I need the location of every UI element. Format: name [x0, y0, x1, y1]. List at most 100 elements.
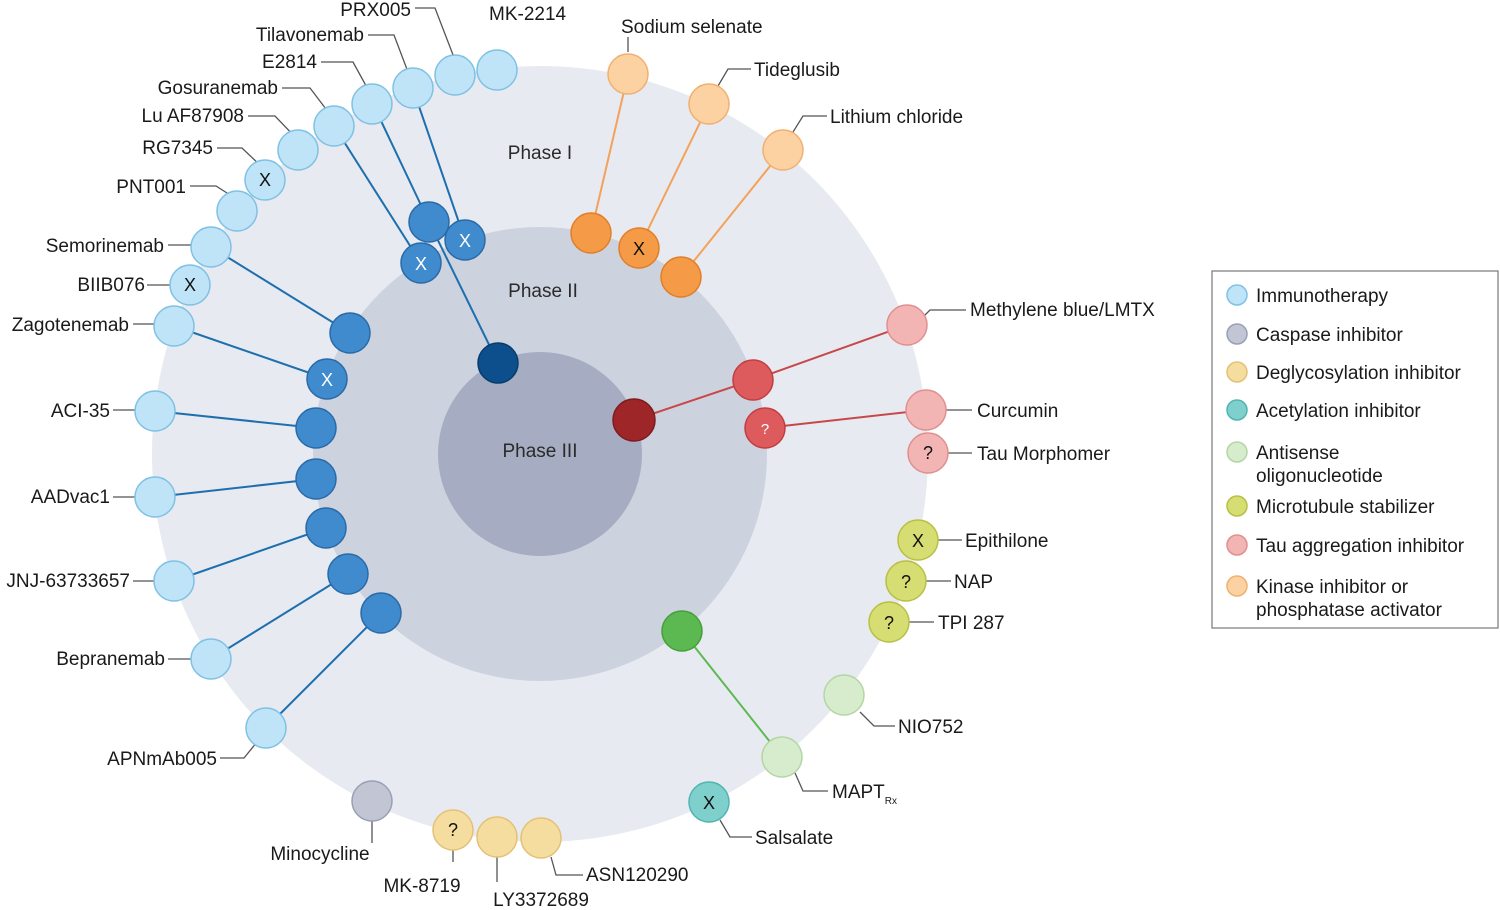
curcumin-phase2-mark: ? — [761, 421, 769, 438]
node-prx005 — [434, 54, 476, 96]
zagotenemab-mark: X — [321, 370, 333, 390]
legend-label-antisense: Antisense — [1256, 443, 1339, 464]
immunotherapy-phase3-node — [477, 342, 519, 384]
node-ly3372689 — [476, 816, 518, 858]
label-tpi-287: TPI 287 — [938, 613, 1005, 634]
label-sodium-selenate: Sodium selenate — [621, 17, 763, 38]
kinase-connectors — [590, 73, 784, 278]
legend-label-acetylation: Acetylation inhibitor — [1256, 401, 1421, 422]
legend-swatch-deglycosylation — [1226, 361, 1248, 383]
node-minocycline — [351, 780, 393, 822]
antisense-nodes — [761, 674, 865, 778]
label-e2814: E2814 — [262, 52, 317, 73]
legend-label-microtubule: Microtubule stabilizer — [1256, 497, 1435, 518]
label-aci-35: ACI-35 — [51, 401, 110, 422]
node-e2814 — [351, 83, 393, 125]
phase-2-label: Phase II — [508, 281, 578, 302]
node-methylene-blue — [886, 304, 928, 346]
tilavonemab-mark: X — [459, 231, 471, 251]
node-tideglusib — [688, 83, 730, 125]
node-curcumin — [905, 389, 947, 431]
tau-phase2-nodes — [732, 359, 786, 449]
node-mk-2214 — [476, 49, 518, 91]
label-aadvac1: AADvac1 — [31, 487, 110, 508]
legend-swatch-kinase — [1226, 575, 1248, 597]
node-bepranemab — [190, 638, 232, 680]
epithilone-mark: X — [912, 531, 924, 551]
node-nap — [885, 560, 927, 602]
tau-phase3-node — [612, 398, 656, 442]
legend-swatch-microtubule — [1226, 495, 1248, 517]
node-zagotenemab — [153, 305, 195, 347]
label-nap: NAP — [954, 572, 993, 593]
gosuranemab-mark: X — [415, 254, 427, 274]
legend-label-immunotherapy: Immunotherapy — [1256, 286, 1389, 307]
node-jnj-63733657 — [153, 560, 195, 602]
drug-labels: MK-2214 PRX005 Tilavonemab E2814 Gosuran… — [6, 0, 1155, 910]
node-sodium-selenate — [607, 53, 649, 95]
nap-mark: ? — [901, 572, 911, 592]
label-lithium-chloride: Lithium chloride — [830, 107, 963, 128]
legend-swatch-antisense — [1226, 441, 1248, 463]
tideglusib-mark: X — [633, 239, 645, 259]
label-semorinemab: Semorinemab — [46, 236, 164, 257]
node-rg7345 — [244, 159, 286, 201]
biib076-mark: X — [184, 275, 196, 295]
label-lu-af87908: Lu AF87908 — [142, 106, 244, 127]
node-maptrx — [761, 736, 803, 778]
label-bepranemab: Bepranemab — [56, 649, 165, 670]
kinase-phase2-nodes — [570, 212, 702, 298]
legend-label-caspase: Caspase inhibitor — [1256, 325, 1403, 346]
rg7345-mark: X — [259, 170, 271, 190]
phase-3-ring — [438, 352, 642, 556]
antisense-connector — [681, 630, 783, 758]
legend-swatch-tau-aggregation — [1226, 534, 1248, 556]
node-aadvac1 — [134, 476, 176, 518]
node-asn120290 — [520, 817, 562, 859]
label-curcumin: Curcumin — [977, 401, 1058, 422]
label-gosuranemab: Gosuranemab — [158, 78, 278, 99]
legend-label-kinase: Kinase inhibitor or — [1256, 577, 1409, 598]
legend-label-kinase-line2: phosphatase activator — [1256, 600, 1443, 621]
node-biib076 — [169, 264, 211, 306]
node-lu-af87908 — [277, 129, 319, 171]
node-aci-35 — [134, 390, 176, 432]
tau-outer-nodes — [886, 304, 949, 474]
legend-swatch-caspase — [1226, 323, 1248, 345]
label-ly3372689: LY3372689 — [493, 890, 589, 910]
node-semorinemab — [190, 226, 232, 268]
mk-8719-mark: ? — [448, 820, 458, 840]
node-salsalate — [688, 781, 730, 823]
node-tpi-287 — [868, 601, 910, 643]
node-mk-8719 — [432, 809, 474, 851]
label-rg7345: RG7345 — [142, 138, 213, 159]
immunotherapy-outer-nodes — [134, 49, 518, 749]
legend-box — [1211, 270, 1499, 629]
label-maptrx: MAPTRx — [832, 782, 897, 807]
tau-morphomer-mark: ? — [923, 443, 933, 463]
label-salsalate: Salsalate — [755, 828, 833, 849]
legend-swatch-immunotherapy — [1226, 284, 1248, 306]
label-methylene-blue: Methylene blue/LMTX — [970, 300, 1155, 321]
phase-1-label: Phase I — [508, 143, 572, 164]
tpi-287-mark: ? — [884, 613, 894, 633]
label-tilavonemab: Tilavonemab — [256, 25, 364, 46]
label-biib076: BIIB076 — [77, 275, 145, 296]
label-tau-morphomer: Tau Morphomer — [977, 444, 1111, 465]
label-mk-2214: MK-2214 — [489, 4, 567, 25]
node-gosuranemab — [313, 105, 355, 147]
label-tideglusib: Tideglusib — [754, 60, 840, 81]
node-epithilone — [897, 519, 939, 561]
label-nio752: NIO752 — [898, 717, 963, 738]
legend-label-tau-aggregation: Tau aggregation inhibitor — [1256, 536, 1465, 557]
phase-3-label: Phase III — [503, 441, 578, 462]
salsalate-mark: X — [703, 793, 715, 813]
immunotherapy-phase2-nodes — [295, 201, 486, 634]
node-lithium-chloride — [762, 129, 804, 171]
kinase-outer-nodes — [607, 53, 804, 171]
node-pnt001 — [216, 190, 258, 232]
microtubule-nodes — [868, 519, 939, 643]
node-tau-morphomer — [907, 432, 949, 474]
